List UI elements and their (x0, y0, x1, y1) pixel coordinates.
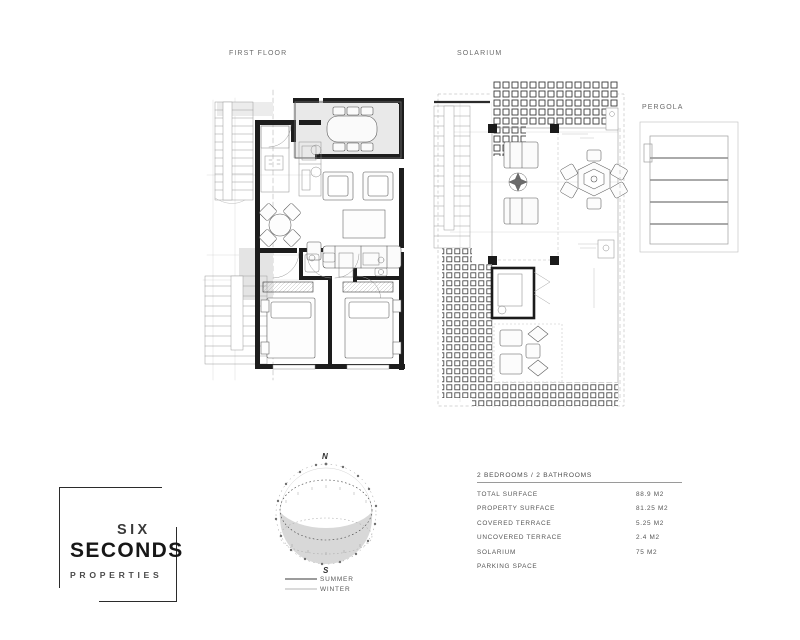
row-label: UNCOVERED TERRACE (477, 534, 562, 542)
row-label: COVERED TERRACE (477, 519, 552, 527)
row-value: 81.25 M2 (636, 505, 669, 513)
sun-path-diagram (272, 452, 394, 602)
row-value: 5.25 M2 (636, 519, 664, 527)
row-value: 2.4 M2 (636, 534, 660, 542)
table-row: SOLARIUM 75 M2 (477, 546, 682, 560)
solarium-title: SOLARIUM (457, 50, 503, 57)
row-label: TOTAL SURFACE (477, 491, 538, 498)
logo-frame (59, 487, 177, 602)
table-row: TOTAL SURFACE 88.9 M2 (477, 488, 682, 502)
row-label: PROPERTY SURFACE (477, 505, 556, 513)
row-label: PARKING SPACE (477, 563, 538, 571)
logo-frame-gap-top (162, 485, 178, 527)
first-floor-plan (195, 80, 410, 400)
compass-north-label: N (322, 452, 328, 461)
pergola-detail (636, 118, 746, 258)
logo-line-seconds: SECONDS (70, 539, 184, 562)
solarium-plan (430, 72, 630, 417)
row-value: 88.9 M2 (636, 491, 664, 498)
pergola-title: PERGOLA (642, 104, 684, 111)
row-value (636, 560, 682, 574)
row-value: 75 M2 (636, 548, 658, 556)
first-floor-title: FIRST FLOOR (229, 50, 288, 57)
table-row: COVERED TERRACE 5.25 M2 (477, 517, 682, 531)
logo-frame-gap-bottom (57, 588, 99, 604)
compass-south-label: S (323, 566, 329, 575)
info-divider (477, 482, 682, 483)
legend-lines (285, 575, 319, 595)
table-row: UNCOVERED TERRACE 2.4 M2 (477, 531, 682, 545)
info-heading: 2 BEDROOMS / 2 BATHROOMS (477, 472, 592, 479)
logo-line-six: SIX (117, 522, 151, 538)
legend-winter-label: WINTER (320, 586, 351, 593)
table-row: PROPERTY SURFACE 81.25 M2 (477, 502, 682, 516)
legend-summer-label: SUMMER (320, 576, 354, 583)
property-info-table: 2 BEDROOMS / 2 BATHROOMS TOTAL SURFACE 8… (477, 472, 682, 574)
logo-line-properties: PROPERTIES (70, 570, 163, 580)
company-logo: SIX SECONDS PROPERTIES (57, 485, 182, 604)
table-row: PARKING SPACE (477, 560, 682, 574)
row-label: SOLARIUM (477, 548, 516, 556)
